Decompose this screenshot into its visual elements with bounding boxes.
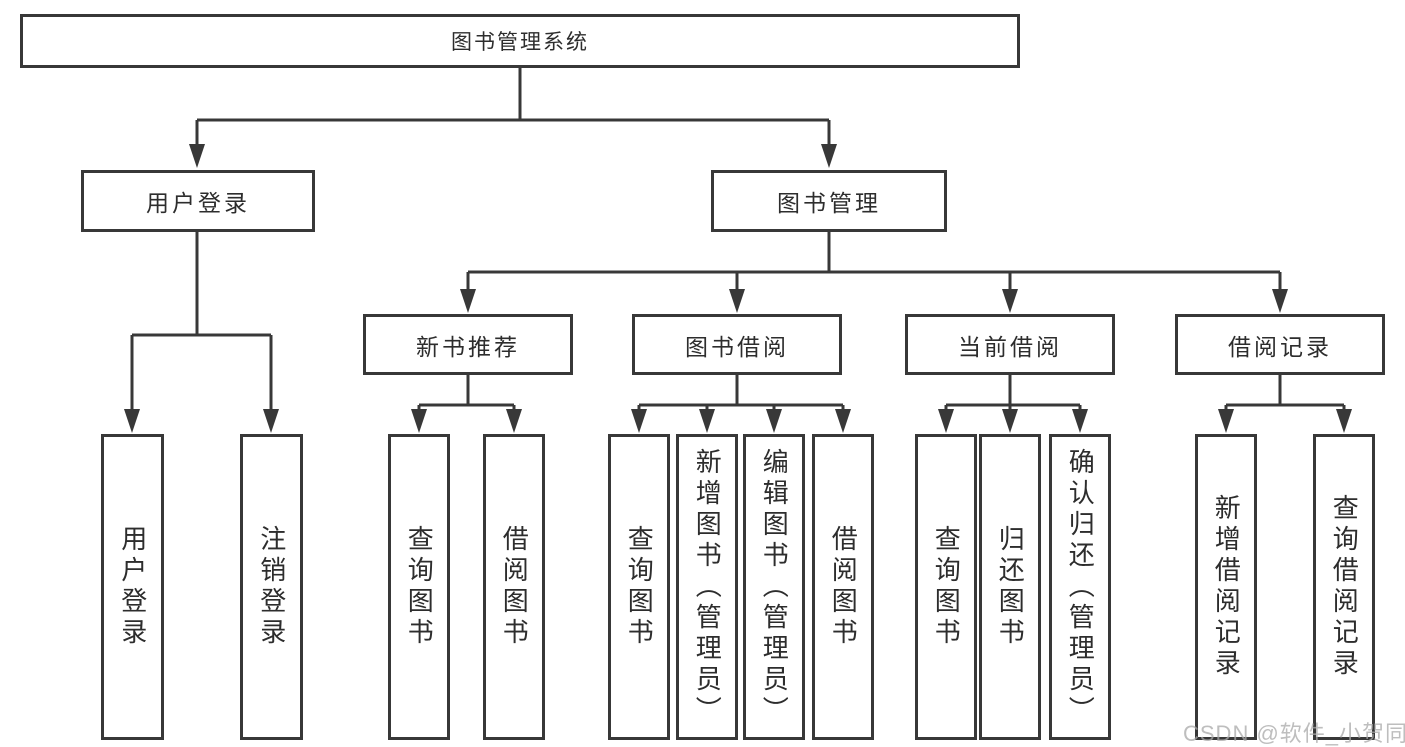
leaf-logout: 注销登录 xyxy=(240,434,303,740)
node-label: 用户登录 xyxy=(117,525,148,649)
node-label: 借阅图书 xyxy=(828,525,859,649)
leaf-borrow-books: 借阅图书 xyxy=(812,434,874,740)
node-book-management-module: 图书管理 xyxy=(711,170,947,232)
leaf-query-books-recommend: 查询图书 xyxy=(388,434,450,740)
leaf-borrow-books-recommend: 借阅图书 xyxy=(483,434,545,740)
leaf-query-books-current: 查询图书 xyxy=(915,434,977,740)
node-label: 查询借阅记录 xyxy=(1329,494,1360,680)
node-label: 查询图书 xyxy=(624,525,655,649)
leaf-edit-book-admin: 编辑图书（管理员） xyxy=(743,434,805,740)
node-label: 图书管理系统 xyxy=(451,31,589,54)
node-label: 新书推荐 xyxy=(416,333,520,360)
node-new-book-recommendation: 新书推荐 xyxy=(363,314,573,375)
node-label: 借阅记录 xyxy=(1228,333,1332,360)
leaf-user-login: 用户登录 xyxy=(101,434,164,740)
leaf-return-books: 归还图书 xyxy=(979,434,1041,740)
node-label: 查询图书 xyxy=(931,525,962,649)
node-label: 归还图书 xyxy=(995,525,1026,649)
node-current-borrowing: 当前借阅 xyxy=(905,314,1115,375)
csdn-watermark: CSDN @软件_小贺同学 xyxy=(1183,721,1405,746)
leaf-confirm-return-admin: 确认归还（管理员） xyxy=(1049,434,1111,740)
node-library-management-system: 图书管理系统 xyxy=(20,14,1020,68)
node-book-borrowing: 图书借阅 xyxy=(632,314,842,375)
node-label: 图书借阅 xyxy=(685,333,789,360)
leaf-query-books-borrow: 查询图书 xyxy=(608,434,670,740)
node-label: 新增图书（管理员） xyxy=(692,447,723,727)
node-label: 确认归还（管理员） xyxy=(1065,447,1096,727)
node-label: 当前借阅 xyxy=(958,333,1062,360)
node-label: 新增借阅记录 xyxy=(1211,494,1242,680)
node-label: 用户登录 xyxy=(146,190,250,216)
leaf-add-book-admin: 新增图书（管理员） xyxy=(676,434,738,740)
node-label: 借阅图书 xyxy=(499,525,530,649)
node-label: 查询图书 xyxy=(404,525,435,649)
leaf-query-borrow-record: 查询借阅记录 xyxy=(1313,434,1375,740)
node-borrowing-records: 借阅记录 xyxy=(1175,314,1385,375)
leaf-add-borrow-record: 新增借阅记录 xyxy=(1195,434,1257,740)
node-label: 注销登录 xyxy=(256,525,287,649)
node-label: 编辑图书（管理员） xyxy=(759,447,790,727)
node-user-login-module: 用户登录 xyxy=(81,170,315,232)
node-label: 图书管理 xyxy=(777,190,881,216)
